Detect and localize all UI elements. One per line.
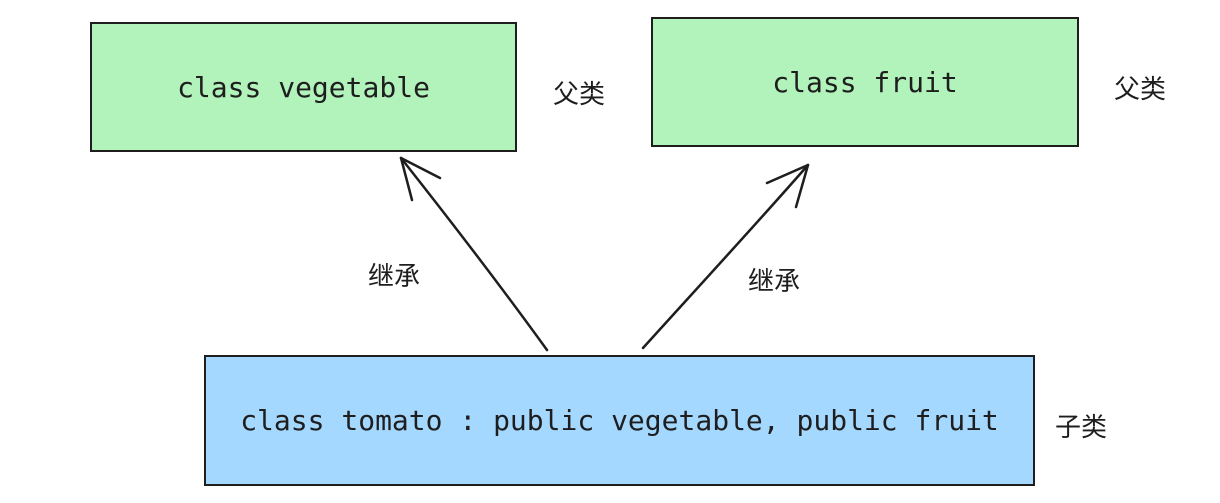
- parent-role-label: 父类: [1114, 75, 1167, 105]
- class-tomato-code: class tomato : public vegetable, public …: [240, 404, 999, 437]
- inherit-label: 继承: [368, 262, 421, 292]
- child-role-label: 子类: [1055, 413, 1108, 443]
- inherit-arrowhead-vegetable: [399, 156, 442, 202]
- parent-class-fruit: class fruit: [651, 17, 1079, 147]
- inherit-arrow-vegetable: [399, 156, 549, 352]
- inherit-arrow-fruit: [641, 163, 810, 350]
- parent-class-vegetable: class vegetable: [90, 22, 517, 152]
- class-vegetable-code: class vegetable: [177, 70, 430, 104]
- inherit-label: 继承: [748, 267, 801, 297]
- class-fruit-code: class fruit: [772, 65, 958, 99]
- child-class-tomato: class tomato : public vegetable, public …: [204, 355, 1035, 486]
- inherit-arrowhead-fruit: [765, 163, 810, 209]
- parent-role-label: 父类: [553, 80, 606, 110]
